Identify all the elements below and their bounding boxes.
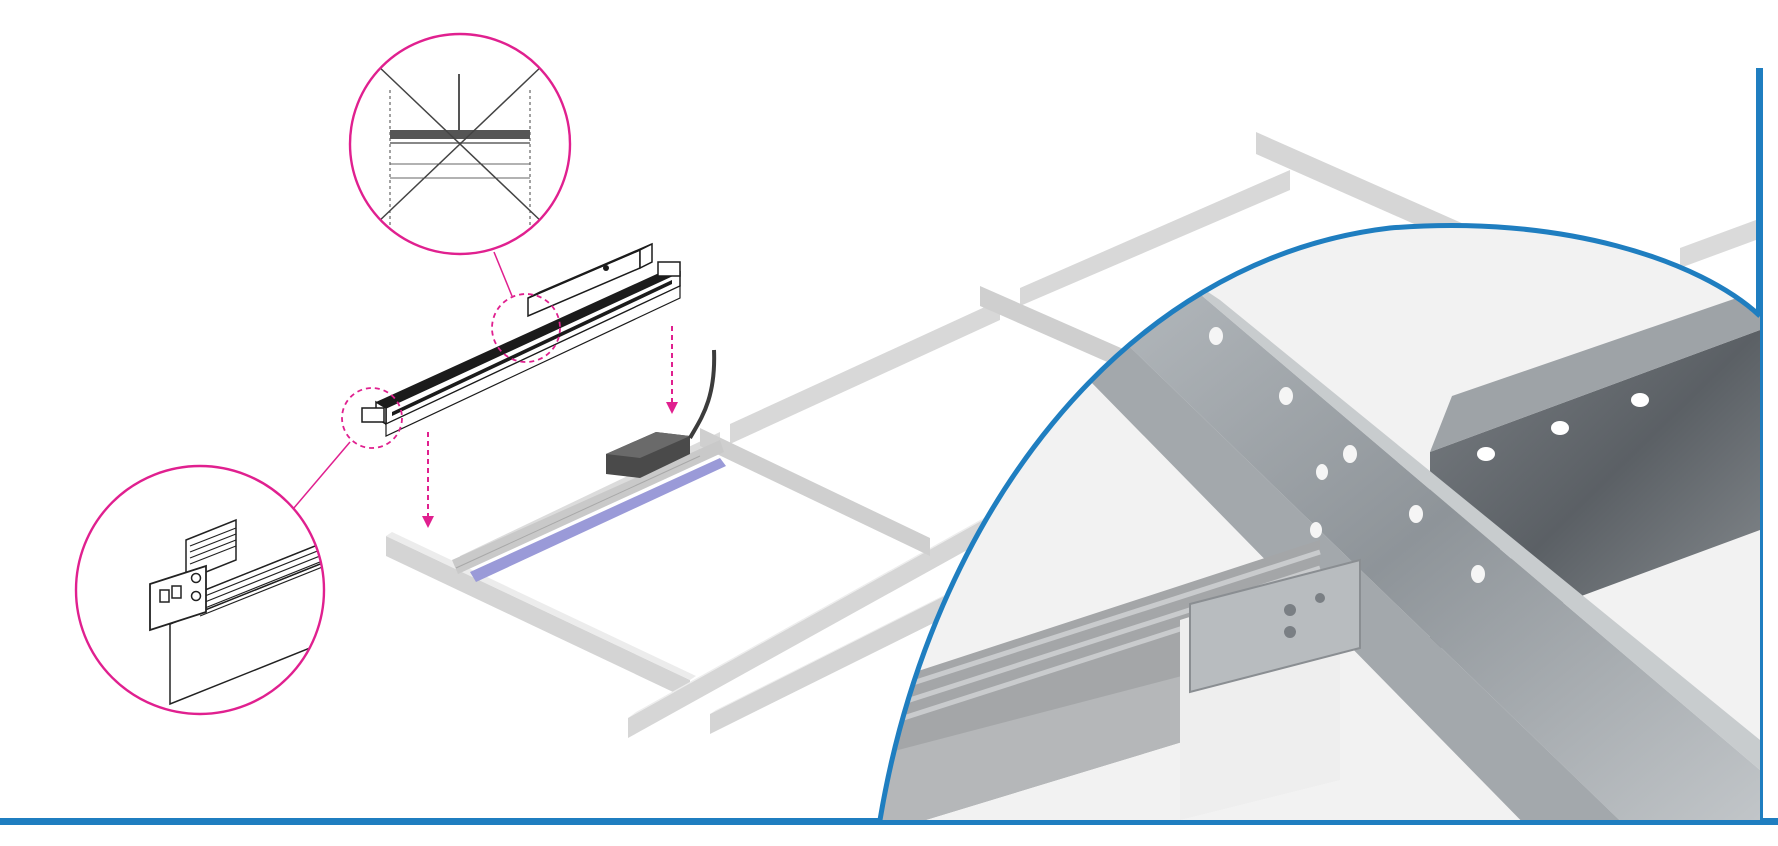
linear-luminaire — [361, 242, 681, 437]
install-arrows — [422, 326, 678, 528]
end-clip-left — [361, 407, 385, 423]
callout-prohibited — [348, 32, 572, 256]
power-cable — [688, 349, 717, 439]
cross-tee-6 — [700, 428, 930, 556]
zoom-detail — [877, 223, 1762, 821]
cross-tee-5 — [980, 286, 1130, 372]
main-runner-front — [386, 536, 690, 700]
installed-luminaire-diffuser — [470, 458, 726, 582]
main-runner-mid — [710, 568, 1000, 734]
callout-marker-end — [341, 387, 403, 449]
bottom-frame-line — [0, 818, 1778, 825]
mounting-bracket — [1189, 558, 1361, 694]
perforated-channel — [1040, 260, 1760, 820]
callout-marker-driver — [491, 293, 561, 363]
end-clip-right — [657, 261, 681, 277]
cross-tee-2 — [730, 300, 1000, 444]
zoom-frame-arc — [877, 223, 1762, 821]
callout-leader-top — [493, 251, 513, 297]
cross-tee-7 — [1680, 220, 1756, 268]
callout-clip-detail — [74, 464, 326, 716]
cross-tee-3 — [1020, 170, 1290, 306]
